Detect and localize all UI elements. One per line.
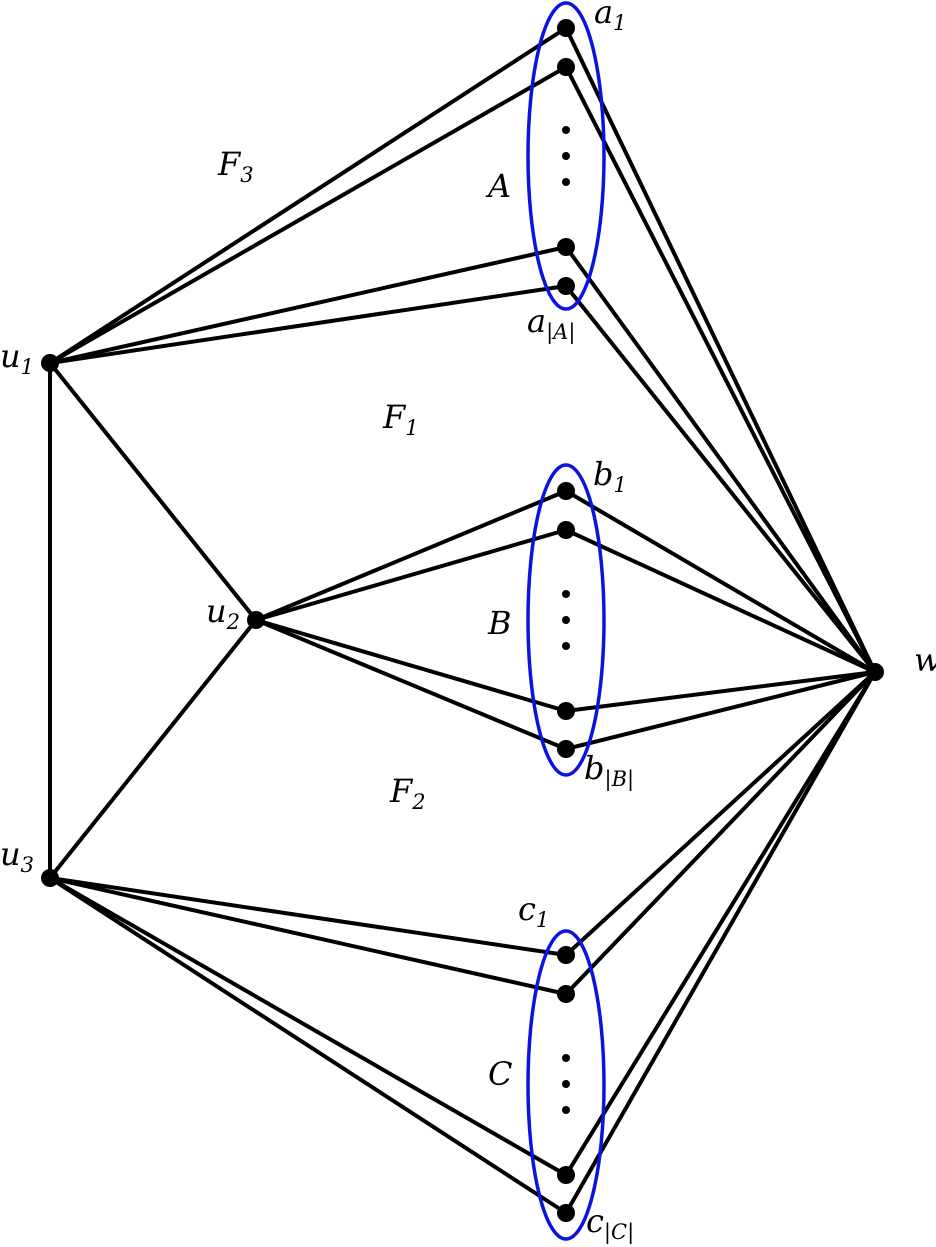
label-group-b: B <box>487 604 512 642</box>
edge-c2-w <box>564 670 877 996</box>
vertex-a1 <box>557 19 575 37</box>
label-b1: b1 <box>593 455 627 497</box>
label-face-f2: F2 <box>389 772 426 814</box>
edge-u1-a3 <box>48 245 568 365</box>
vertex-c3 <box>557 1166 575 1184</box>
edge-c4-w <box>564 670 877 1215</box>
label-u3: u3 <box>0 835 34 877</box>
ellipsis-dot-a-2 <box>562 152 570 160</box>
edge-u3-c2 <box>48 876 568 996</box>
group-c-ellipse <box>526 929 606 1241</box>
edge-u3-c1 <box>48 876 568 957</box>
vertex-u2 <box>247 611 265 629</box>
vertex-c1 <box>557 946 575 964</box>
edge-a3-w <box>564 245 877 674</box>
edge-b4-w <box>564 670 877 751</box>
edge-a2-w <box>564 65 877 674</box>
group-b-ellipse <box>526 463 606 777</box>
vertex-c2 <box>557 985 575 1003</box>
ellipsis-dot-b-3 <box>562 642 570 650</box>
edge-u2-u3 <box>48 618 258 880</box>
vertex-b2 <box>557 521 575 539</box>
label-face-f1: F1 <box>382 398 419 440</box>
vertex-u3 <box>41 869 59 887</box>
edge-layer <box>48 26 877 1215</box>
ellipsis-dot-c-3 <box>562 1106 570 1114</box>
edge-c3-w <box>564 670 877 1177</box>
edge-a1-w <box>564 26 877 674</box>
ellipsis-dot-a-3 <box>562 178 570 186</box>
vertex-b3 <box>557 702 575 720</box>
vertex-b4 <box>557 740 575 758</box>
vertex-b1 <box>557 482 575 500</box>
edge-u3-c3 <box>48 876 568 1177</box>
edge-b2-w <box>564 528 877 674</box>
label-group-c: C <box>488 1055 512 1093</box>
label-u2: u2 <box>206 592 240 634</box>
vertex-u1 <box>41 354 59 372</box>
ellipsis-dots <box>562 126 570 1114</box>
ellipsis-dot-b-1 <box>562 590 570 598</box>
vertex-a2 <box>557 58 575 76</box>
group-a-ellipse <box>526 1 606 311</box>
label-b-last: b|B| <box>584 749 634 792</box>
edge-u2-b1 <box>254 489 568 622</box>
label-c-last: c|C| <box>586 1202 634 1245</box>
label-u1: u1 <box>0 337 34 379</box>
edge-u1-a2 <box>48 65 568 365</box>
edge-u1-u2 <box>48 361 258 622</box>
label-face-f3: F3 <box>217 145 254 187</box>
vertex-a4 <box>557 277 575 295</box>
vertex-c4 <box>557 1204 575 1222</box>
ellipsis-dot-c-1 <box>562 1054 570 1062</box>
edge-b3-w <box>564 670 877 713</box>
vertex-layer <box>41 19 884 1222</box>
label-a1: a1 <box>594 0 626 35</box>
ellipsis-dot-a-1 <box>562 126 570 134</box>
label-c1: c1 <box>518 890 549 932</box>
edge-u2-b4 <box>254 618 568 751</box>
edge-u1-a1 <box>48 26 568 365</box>
edge-c1-w <box>564 670 877 957</box>
ellipsis-dot-b-2 <box>562 616 570 624</box>
vertex-w <box>866 663 884 681</box>
ellipsis-dot-c-2 <box>562 1080 570 1088</box>
edge-u1-a4 <box>48 284 568 365</box>
edge-u2-b3 <box>254 618 568 713</box>
vertex-a3 <box>557 238 575 256</box>
label-group-a: A <box>485 167 511 205</box>
label-w: w <box>914 641 936 679</box>
edge-b1-w <box>564 489 877 674</box>
edge-u3-c4 <box>48 876 568 1215</box>
edge-u2-b2 <box>254 528 568 622</box>
edge-a4-w <box>564 284 877 674</box>
label-a-last: a|A| <box>527 302 575 345</box>
